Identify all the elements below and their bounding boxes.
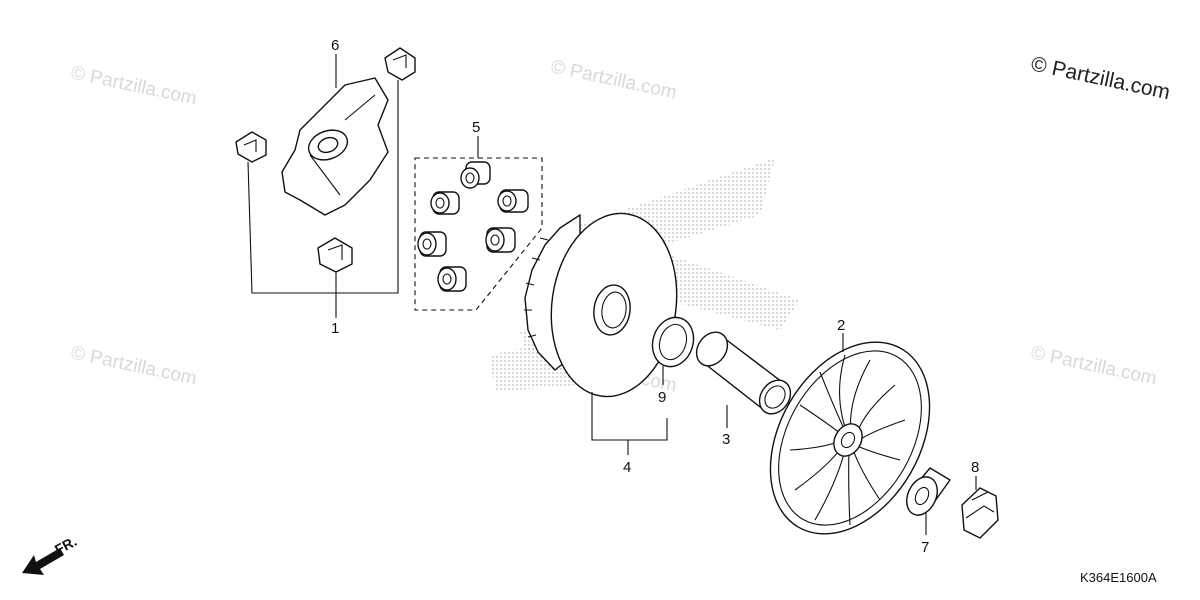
roller-group-outline <box>414 157 543 311</box>
callout-9[interactable]: 9 <box>658 389 666 406</box>
diagram-code: K364E1600A <box>1080 570 1157 585</box>
callout-4[interactable]: 4 <box>623 459 631 476</box>
callout-8[interactable]: 8 <box>971 459 979 476</box>
leader-lines-part-1 <box>247 80 399 318</box>
roller-1 <box>460 161 491 189</box>
roller-4 <box>417 231 447 257</box>
watermark-top-left: © Partzilla.com <box>69 62 199 109</box>
roller-3 <box>497 189 529 213</box>
callout-5[interactable]: 5 <box>472 119 480 136</box>
nut-part-8 <box>961 476 999 539</box>
callout-1[interactable]: 1 <box>331 320 339 337</box>
leader-lines-part-4 <box>591 392 668 455</box>
ramp-slider-left <box>235 131 267 163</box>
roller-2 <box>430 191 460 215</box>
collar-part-3 <box>695 331 792 428</box>
front-direction-indicator: FR. <box>22 533 79 575</box>
ramp-plate-part-6 <box>281 77 389 216</box>
watermark-top-center: © Partzilla.com <box>549 56 679 103</box>
roller-group-part-5 <box>414 136 543 311</box>
ramp-slider-top <box>384 47 416 81</box>
callout-3[interactable]: 3 <box>722 431 730 448</box>
drive-face-fan-part-2 <box>769 333 931 535</box>
watermark-top-right: © Partzilla.com <box>1029 52 1172 104</box>
seal-ring-part-9 <box>651 316 695 385</box>
watermark-bottom-left: © Partzilla.com <box>69 342 199 389</box>
callout-7[interactable]: 7 <box>921 539 929 556</box>
ramp-slider-bottom <box>317 237 353 273</box>
front-arrow-icon <box>22 548 64 575</box>
roller-6 <box>437 266 467 292</box>
callout-6[interactable]: 6 <box>331 37 339 54</box>
roller-5 <box>485 227 516 253</box>
callout-2[interactable]: 2 <box>837 317 845 334</box>
washer-part-7 <box>906 467 951 535</box>
watermark-bottom-right: © Partzilla.com <box>1029 342 1159 389</box>
movable-drive-face-part-4 <box>524 212 678 398</box>
